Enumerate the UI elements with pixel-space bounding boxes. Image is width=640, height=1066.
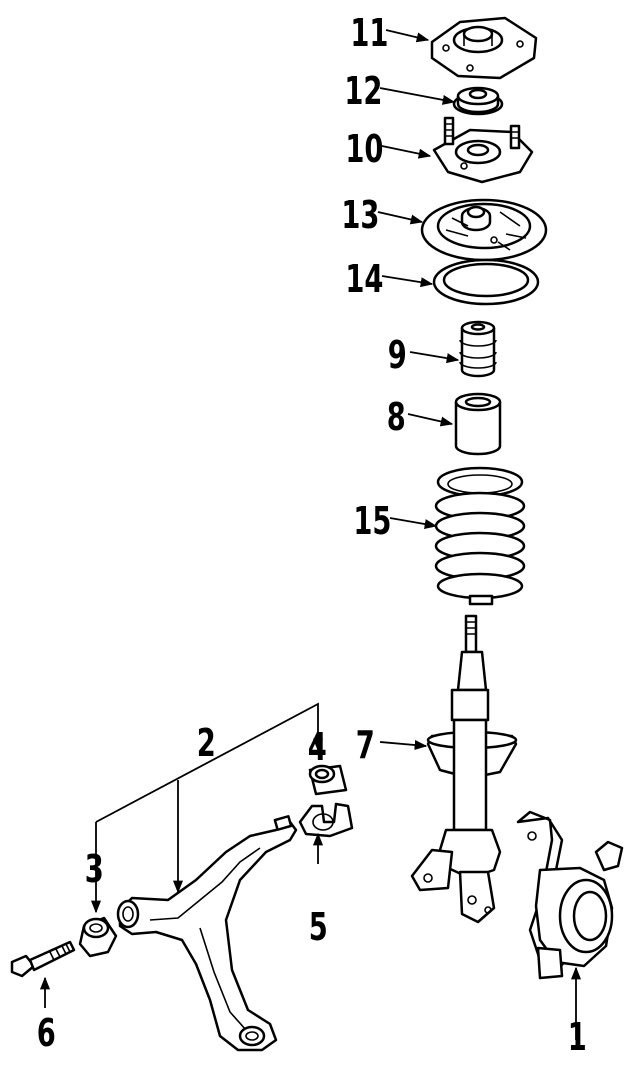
callout-9: 9 [388, 332, 407, 377]
bump-stop-part [459, 320, 497, 378]
leader-arrows [377, 29, 460, 751]
dust-boot-part [454, 392, 502, 456]
callout-14: 14 [345, 256, 383, 301]
spring-seat-part [420, 198, 548, 262]
callout-6: 6 [37, 1010, 56, 1055]
leader-lines [39, 702, 582, 1040]
coil-spring-part [434, 466, 526, 606]
callout-8: 8 [387, 394, 406, 439]
callout-4: 4 [308, 724, 327, 769]
strut-mount-part [430, 16, 538, 80]
steering-knuckle-part [516, 810, 624, 980]
callout-10: 10 [345, 126, 383, 171]
callout-3: 3 [85, 846, 104, 891]
control-arm-bushing-part [78, 916, 118, 958]
callout-13: 13 [341, 192, 379, 237]
callout-7: 7 [356, 722, 375, 767]
bushing-bracket-part [298, 802, 354, 838]
callout-11: 11 [350, 10, 388, 55]
bolt-part [10, 940, 76, 978]
callout-1: 1 [568, 1014, 587, 1059]
upper-mount-plate-part [432, 116, 534, 184]
stabilizer-bushing-part [308, 764, 348, 796]
strut-assembly-part [410, 614, 518, 924]
callout-2: 2 [197, 720, 216, 765]
insulator-ring-part [432, 258, 540, 306]
lower-control-arm-part [116, 815, 298, 1052]
callout-labels: 11 12 10 13 14 9 8 15 7 2 4 3 5 6 1 [37, 10, 587, 1059]
callout-15: 15 [353, 498, 391, 543]
callout-12: 12 [344, 68, 382, 113]
bearing-part [452, 86, 504, 116]
callout-5: 5 [309, 904, 328, 949]
